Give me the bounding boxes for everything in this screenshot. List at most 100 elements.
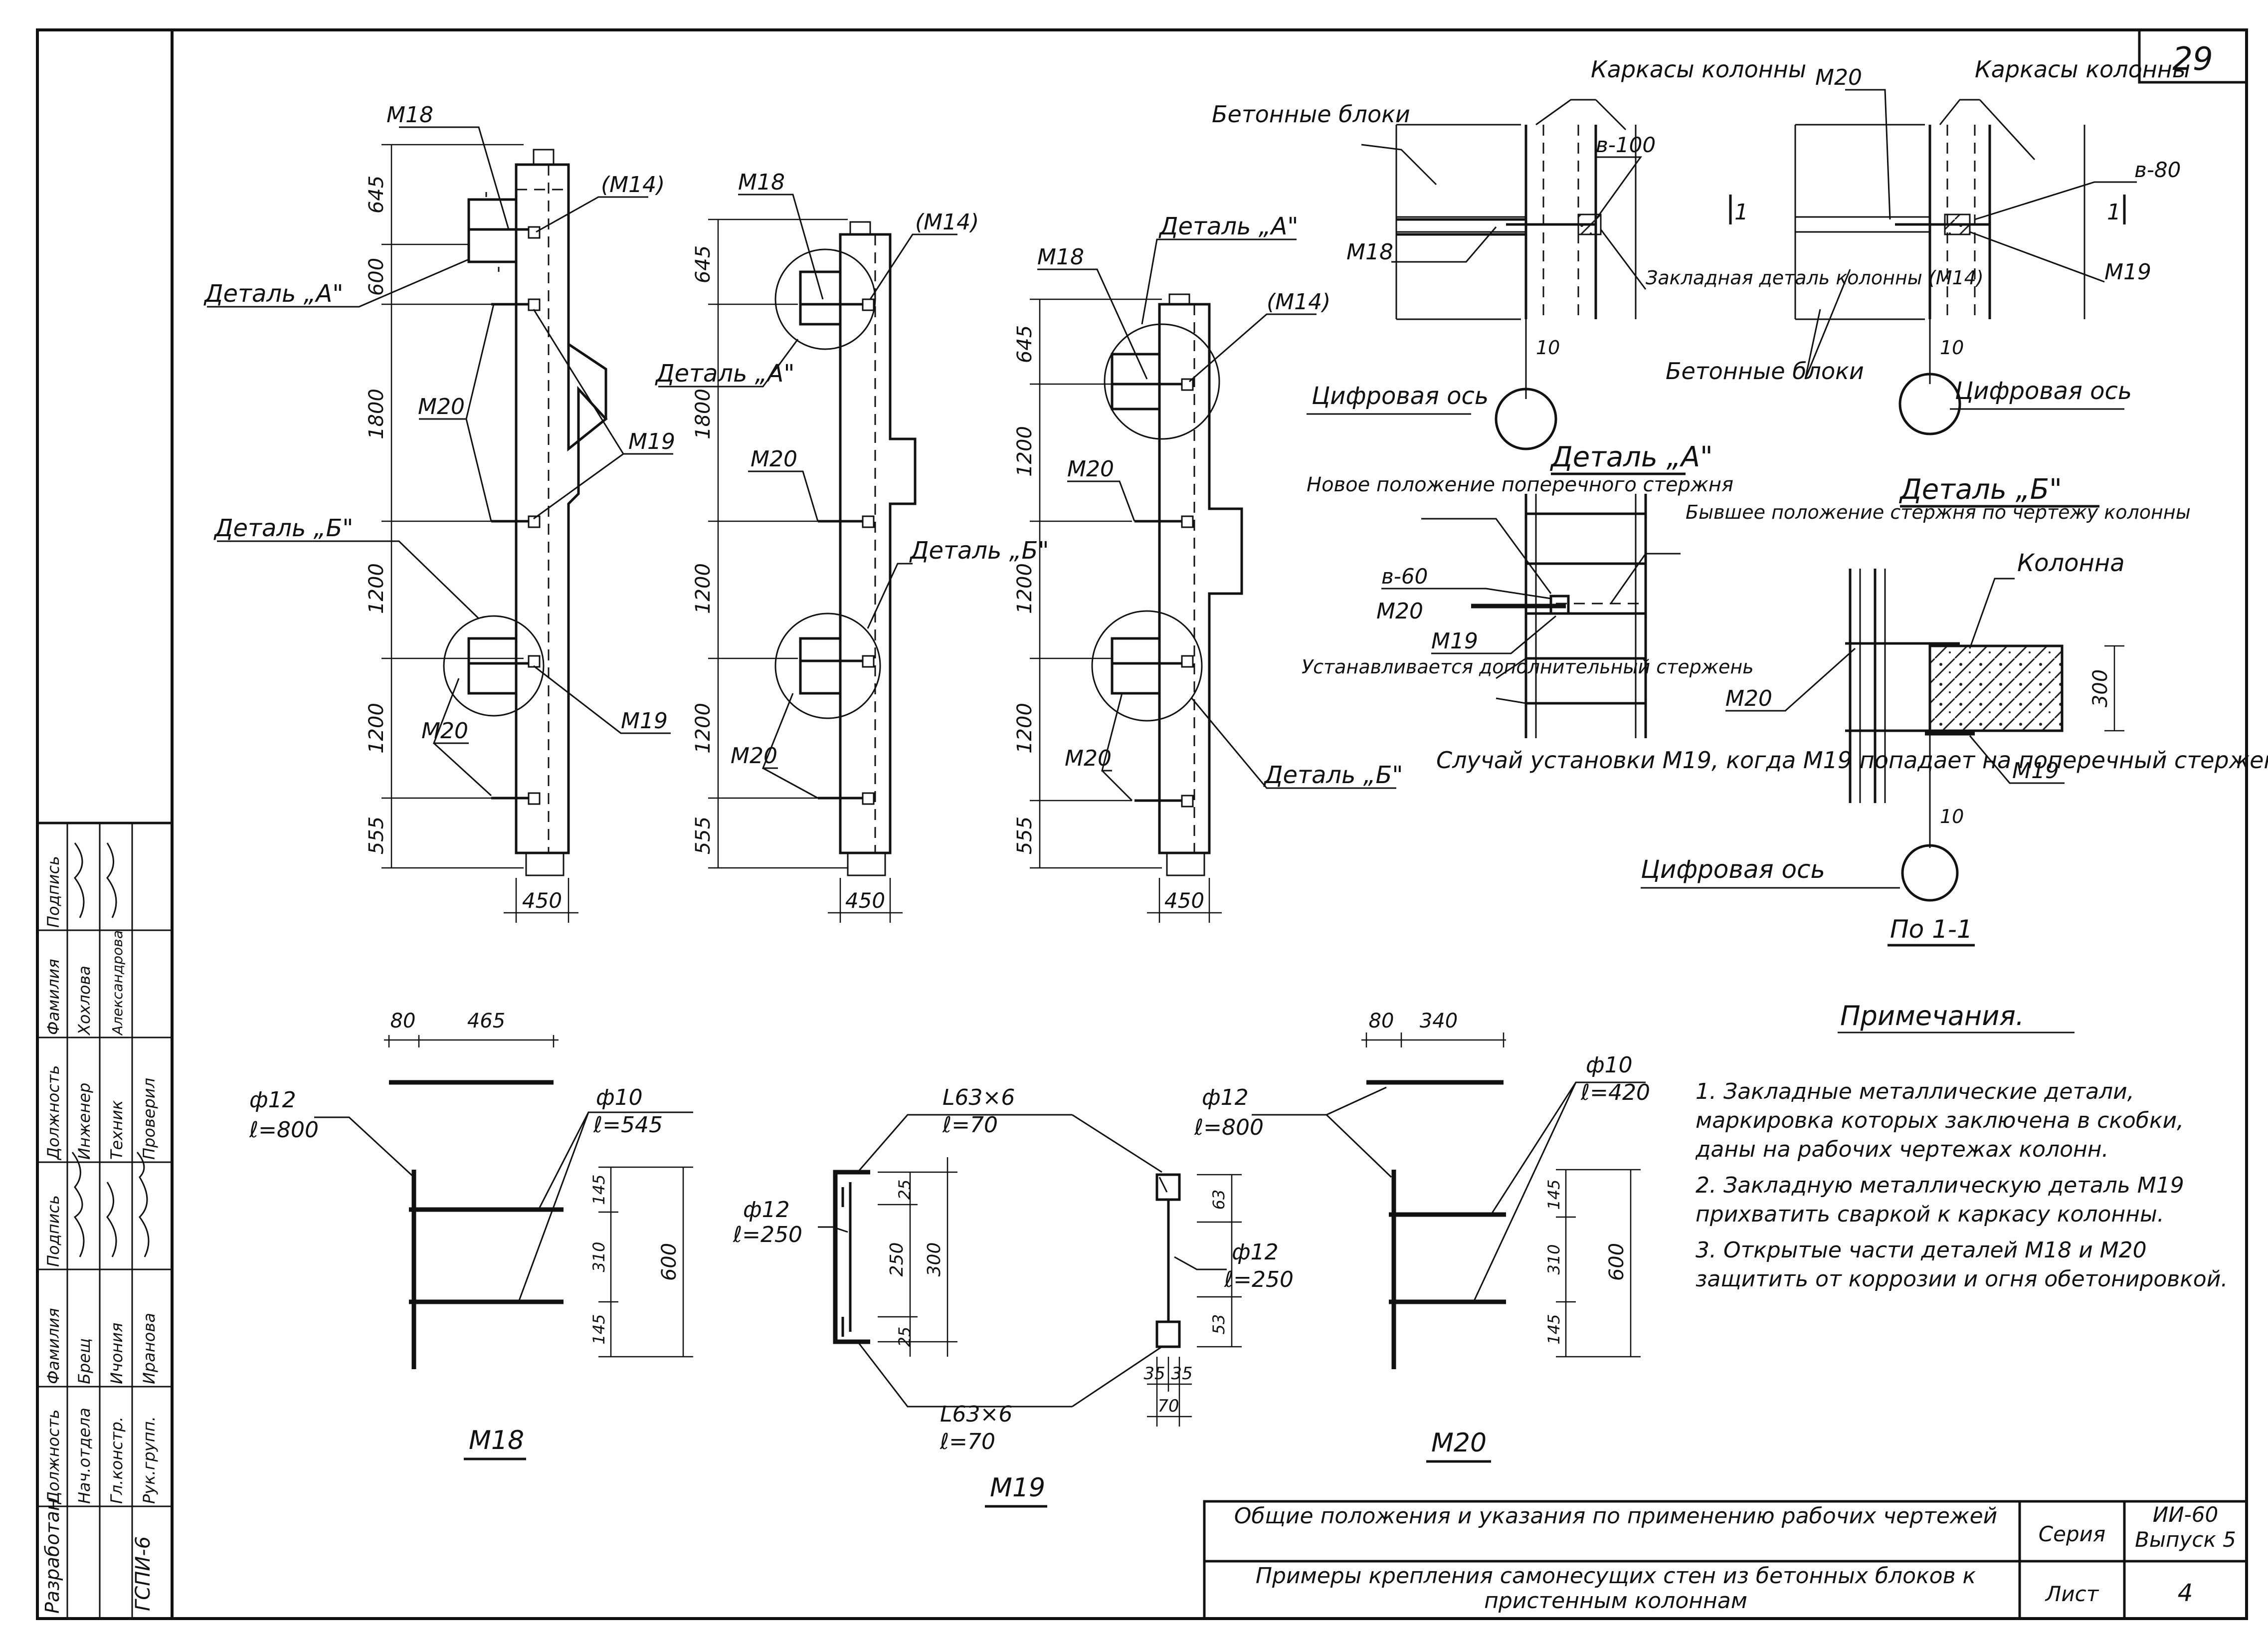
svg-text:1200: 1200 — [365, 563, 388, 614]
stamp-col-signature-b: Подпись — [44, 856, 63, 928]
stamp-col-surname-a: Фамилия — [44, 1308, 63, 1384]
svg-text:1: 1 — [2107, 200, 2121, 225]
svg-text:35: 35 — [1143, 1364, 1165, 1384]
detail-b-title: Деталь „Б" — [1898, 473, 2062, 506]
svg-text:63: 63 — [1209, 1190, 1228, 1210]
column-elevation-1: 645 600 1800 1200 1200 555 450 М18 (М14)… — [203, 102, 675, 923]
column-2-body — [839, 233, 917, 854]
part-m18: 80 465 ф12 ℓ=800 ф10 ℓ=545 145 310 145 6… — [249, 1010, 693, 1460]
svg-text:450: 450 — [845, 888, 885, 913]
col2-detail-b: Деталь „Б" — [909, 537, 1049, 565]
svg-text:М19: М19 — [1431, 628, 1478, 654]
svg-text:ф12: ф12 — [743, 1197, 790, 1223]
detail-b-drawing: Деталь „Б" Колонна М20 М19 300 10 Цифров… — [1641, 473, 2125, 947]
side-stamp: Разработан ГСПИ-6 Должность Фамилия Подп… — [37, 822, 172, 1620]
stamp-pos-3: Рук.групп. — [140, 1416, 159, 1504]
svg-text:145: 145 — [589, 1314, 608, 1344]
column-section-hatch — [1928, 644, 2064, 732]
section-1-1-label: По 1-1 — [1890, 915, 1973, 944]
series-label: Серия — [2039, 1522, 2105, 1546]
signature-3 — [136, 1152, 150, 1257]
col1-detail-a: Деталь „А" — [203, 280, 343, 308]
svg-text:1200: 1200 — [1013, 563, 1036, 614]
svg-text:1200: 1200 — [1013, 703, 1036, 754]
stamp-col-surname-b: Фамилия — [44, 959, 63, 1035]
column-elevation-2: 645 1800 1200 1200 555 450 М18 (М14) Дет… — [655, 170, 1049, 923]
title-sub: Примеры крепления самонесущих стен из бе… — [1255, 1564, 1976, 1614]
col1-m19-b: М19 — [621, 708, 668, 734]
page-number: 29 — [2172, 41, 2213, 78]
col1-m20-b: М20 — [421, 718, 468, 744]
svg-text:310: 310 — [1544, 1244, 1563, 1274]
signature-5 — [106, 842, 117, 918]
svg-text:ф10: ф10 — [1586, 1052, 1633, 1078]
axis-circle-b — [1901, 844, 1959, 902]
svg-text:555: 555 — [1013, 817, 1036, 854]
column-3-body — [1158, 303, 1243, 854]
col3-detail-a: Деталь „А" — [1158, 212, 1298, 240]
stamp-col-signature-a: Подпись — [44, 1195, 63, 1267]
svg-text:25: 25 — [895, 1327, 914, 1347]
col1-m19: М19 — [628, 429, 675, 454]
svg-text:ℓ=250: ℓ=250 — [733, 1222, 802, 1247]
svg-text:Бетонные блоки: Бетонные блоки — [1666, 358, 1864, 385]
svg-text:М19: М19 — [2104, 259, 2151, 285]
stamp-pos-6: Проверил — [140, 1078, 159, 1160]
stamp-sur-3: Иранова — [140, 1313, 159, 1384]
stamp-developed-by: Разработан — [41, 1498, 63, 1614]
svg-text:1800: 1800 — [365, 389, 388, 439]
svg-text:555: 555 — [692, 817, 715, 854]
svg-text:600: 600 — [658, 1243, 681, 1281]
svg-text:L63×6: L63×6 — [943, 1085, 1015, 1110]
svg-text:1200: 1200 — [692, 703, 715, 754]
svg-text:25: 25 — [895, 1180, 914, 1200]
svg-text:Цифровая ось: Цифровая ось — [1312, 382, 1489, 410]
stamp-pos-2: Гл.констр. — [107, 1417, 126, 1504]
svg-text:250: 250 — [887, 1242, 907, 1277]
svg-text:10: 10 — [1940, 806, 1964, 827]
svg-text:М20: М20 — [1725, 686, 1772, 711]
detail-b-circle-2 — [774, 613, 881, 719]
svg-text:465: 465 — [467, 1010, 505, 1032]
svg-text:Каркасы колонны: Каркасы колонны — [1975, 56, 2190, 83]
note-2: 2. Закладную металлическую деталь М19 пр… — [1696, 1173, 2184, 1227]
svg-text:в-60: в-60 — [1381, 564, 1428, 589]
svg-text:145: 145 — [589, 1174, 608, 1205]
col1-m18: М18 — [386, 102, 433, 128]
stamp-org: ГСПИ-6 — [132, 1536, 155, 1611]
svg-text:ℓ=70: ℓ=70 — [942, 1112, 998, 1138]
svg-text:600: 600 — [365, 258, 388, 296]
svg-text:80: 80 — [1369, 1010, 1394, 1032]
part-m20: 80 340 ф12 ℓ=800 ф10 ℓ=420 145 310 145 6… — [1194, 1010, 1650, 1463]
col2-m18: М18 — [738, 170, 785, 195]
column-elevation-3: 645 1200 1200 1200 555 450 М18 Деталь „А… — [1013, 212, 1403, 923]
svg-text:Бетонные блоки: Бетонные блоки — [1212, 101, 1410, 128]
svg-text:310: 310 — [589, 1241, 608, 1272]
svg-text:70: 70 — [1157, 1396, 1179, 1416]
stamp-sur-2: Ичония — [107, 1323, 126, 1384]
svg-text:10: 10 — [1536, 337, 1560, 359]
col2-m20-b: М20 — [731, 743, 777, 769]
section-view-right: М20 Каркасы колонны в-80 М19 Бетонные бл… — [1666, 56, 2190, 435]
svg-text:в-80: в-80 — [2134, 158, 2181, 182]
title-main: Общие положения и указания по применению… — [1234, 1504, 1998, 1529]
svg-text:645: 645 — [1013, 325, 1036, 363]
notes-title: Примечания. — [1840, 1000, 2024, 1031]
column-1-body — [515, 163, 608, 854]
svg-text:645: 645 — [692, 245, 715, 283]
stamp-sur-5: Александрова — [109, 930, 126, 1036]
svg-text:450: 450 — [522, 888, 562, 913]
col3-m14: (М14) — [1267, 289, 1330, 315]
signature-2 — [106, 1182, 117, 1257]
svg-text:35: 35 — [1171, 1364, 1192, 1384]
part-m19: 25 250 300 25 63 53 35 35 70 L63×6 ℓ=70 … — [733, 1085, 1294, 1508]
note-1: 1. Закладные металлические детали, марки… — [1696, 1079, 2184, 1162]
svg-text:Каркасы колонны: Каркасы колонны — [1591, 56, 1806, 83]
detail-a-drawing: Деталь „А" Новое положение поперечного с… — [1302, 441, 2268, 774]
note-3: 3. Открытые части деталей М18 и М20 защи… — [1696, 1238, 2228, 1292]
sheet-label: Лист — [2045, 1582, 2099, 1606]
stamp-pos-4: Инженер — [75, 1083, 94, 1160]
detail-b-circle-1 — [443, 615, 545, 717]
axis-circle-right — [1898, 373, 1961, 435]
